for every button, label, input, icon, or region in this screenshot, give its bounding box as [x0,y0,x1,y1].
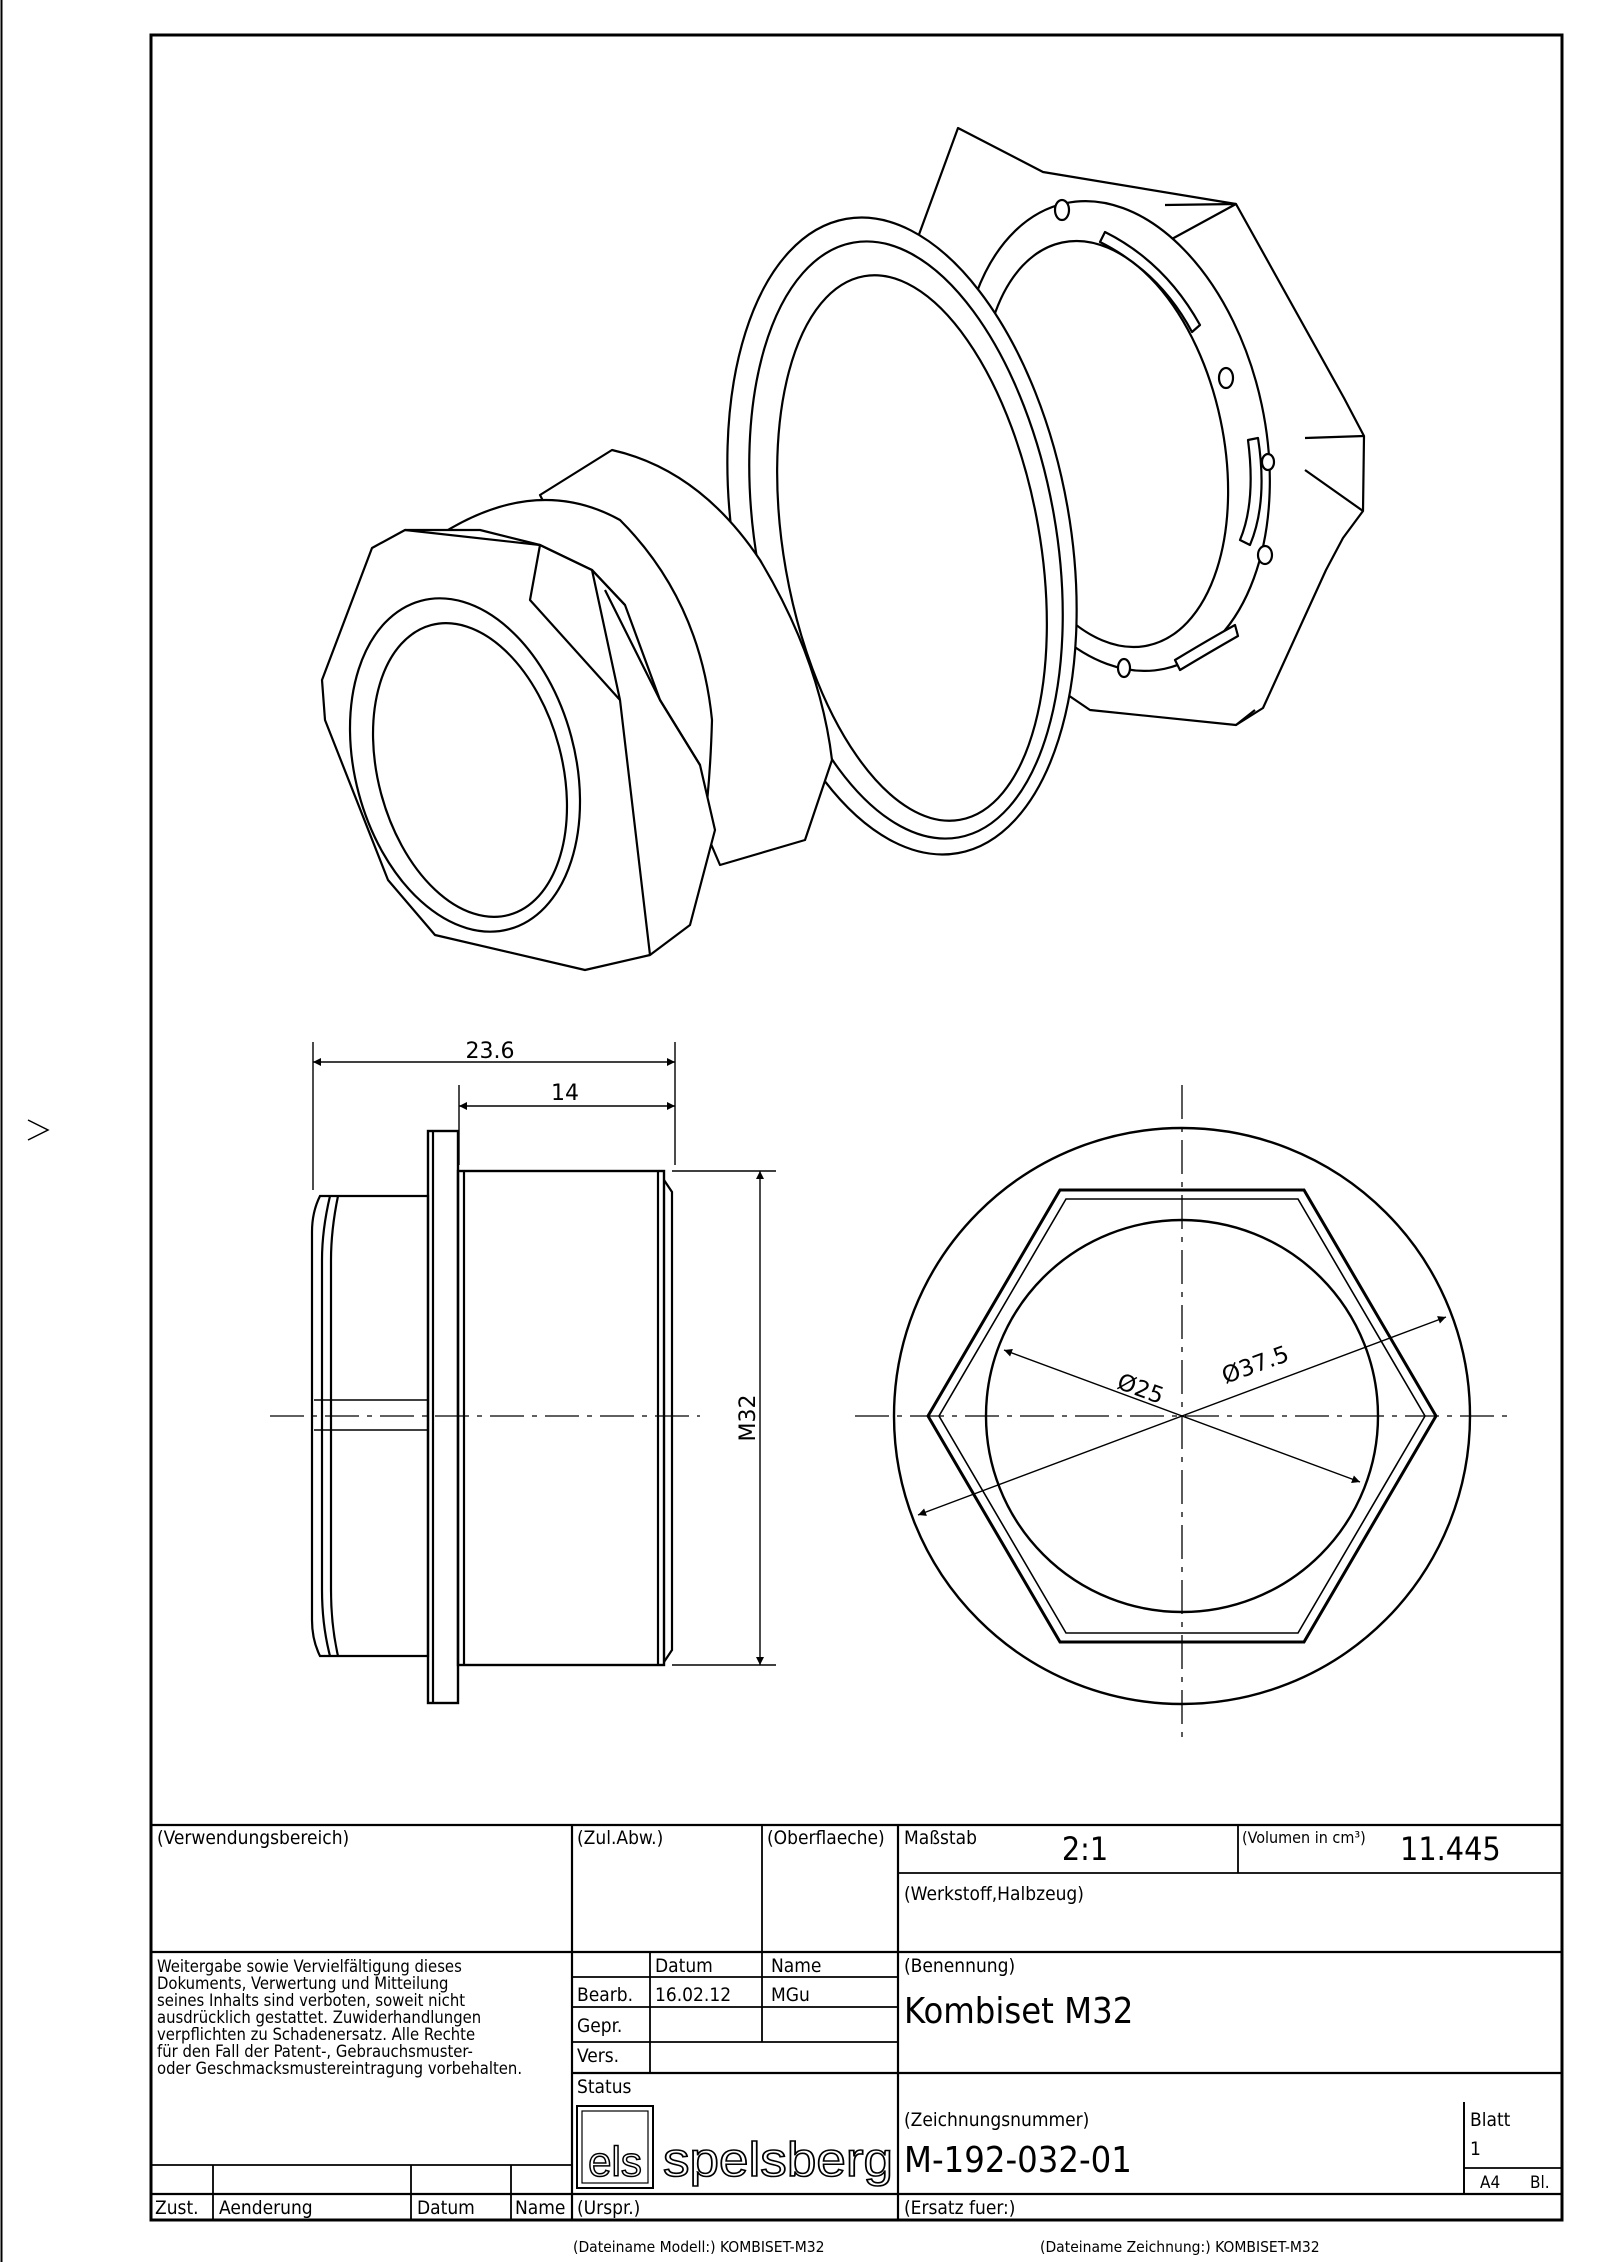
header-name: Name [771,1955,821,1977]
label-benennung: (Benennung) [904,1955,1015,1977]
row-gepr: Gepr. [577,2015,622,2037]
bearb-datum: 16.02.12 [655,1984,731,2006]
dim-thread: M32 [736,1395,761,1442]
dim-overall-length: 23.6 [466,1039,515,1064]
dim-inner-diameter: Ø25 [1114,1369,1167,1410]
label-name: Name [515,2197,565,2219]
row-status: Status [577,2076,632,2098]
label-zul-abw: (Zul.Abw.) [577,1827,663,1849]
value-format: A4 [1480,2173,1500,2193]
value-volumen: 11.445 [1400,1830,1501,1868]
label-aenderung: Aenderung [219,2197,313,2219]
notice-line: seines Inhalts sind verboten, soweit nic… [157,1991,465,2010]
label-oberflaeche: (Oberflaeche) [767,1827,885,1849]
drawing-frame [149,33,1564,2222]
value-blatt: 1 [1470,2138,1481,2160]
side-view-dimensions [312,1042,776,1666]
spelsberg-logo: els spelsberg [576,2105,894,2189]
value-benennung: Kombiset M32 [904,1991,1133,2032]
bearb-name: MGu [771,1984,810,2006]
value-massstab: 2:1 [1062,1830,1108,1868]
label-blatt: Blatt [1470,2109,1511,2131]
gland-body-iso [320,448,834,972]
notice-line: Weitergabe sowie Vervielfältigung dieses [157,1957,462,1976]
side-view [270,1129,700,1705]
label-verwendungsbereich: (Verwendungsbereich) [157,1827,349,1849]
label-massstab: Maßstab [904,1827,977,1849]
notice-line: für den Fall der Patent-, Gebrauchsmuste… [157,2042,473,2061]
dim-outer-diameter: Ø37.5 [1219,1341,1293,1389]
title-block: (Verwendungsbereich) (Zul.Abw.) (Oberfla… [155,1827,1550,2219]
footer-model-file: (Dateiname Modell:) KOMBISET-M32 [573,2238,825,2256]
value-zeichnungsnummer: M-192-032-01 [904,2140,1132,2181]
copyright-notice: Weitergabe sowie Vervielfältigung dieses… [157,1957,522,2078]
isometric-view [320,126,1366,972]
dim-body-length: 14 [551,1081,579,1106]
label-urspr: (Urspr.) [577,2197,640,2219]
row-vers: Vers. [577,2045,619,2067]
logo-els: els [588,2138,642,2185]
notice-line: oder Geschmacksmustereintragung vorbehal… [157,2059,522,2078]
value-bl: Bl. [1530,2173,1550,2193]
label-werkstoff: (Werkstoff,Halbzeug) [904,1883,1084,1905]
label-zeichnungsnummer: (Zeichnungsnummer) [904,2109,1089,2131]
title-block-lines [151,1823,1562,2220]
logo-spelsberg: spelsberg [663,2134,893,2187]
front-view [855,1085,1510,1745]
label-datum: Datum [417,2197,475,2219]
notice-line: Dokuments, Verwertung und Mitteilung [157,1974,448,1993]
notice-line: verpflichten zu Schadenersatz. Alle Rech… [157,2025,475,2044]
header-datum: Datum [655,1955,713,1977]
row-bearb: Bearb. [577,1984,633,2006]
label-zust: Zust. [155,2197,199,2219]
label-volumen: (Volumen in cm³) [1242,1828,1366,1847]
fold-mark [27,1119,50,1141]
label-ersatz: (Ersatz fuer:) [904,2197,1015,2219]
notice-line: ausdrücklich gestattet. Zuwiderhandlunge… [157,2008,481,2027]
footer-drawing-file: (Dateiname Zeichnung:) KOMBISET-M32 [1040,2238,1320,2256]
